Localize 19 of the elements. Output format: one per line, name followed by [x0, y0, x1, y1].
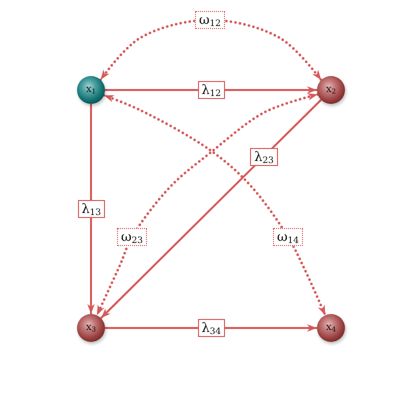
edge-label: λ$_{34}$ [198, 319, 225, 337]
edge-label: λ$_{23}$ [250, 148, 278, 166]
arrow [87, 104, 95, 314]
edge-label: λ$_{13}$ [78, 200, 105, 218]
sphere-node [77, 76, 105, 104]
node-label: x$_{2}$ [326, 85, 336, 95]
edge-label: ω$_{23}$ [117, 228, 147, 246]
edge-label: λ$_{12}$ [198, 81, 225, 99]
sphere-node [317, 314, 345, 342]
node-label: x$_{1}$ [86, 85, 96, 95]
sphere-node [77, 314, 105, 342]
node-label: x$_{4}$ [326, 323, 336, 333]
node-label: x$_{3}$ [86, 323, 96, 333]
arrow [105, 324, 317, 332]
dotted-arrow [99, 18, 322, 82]
arrow [105, 86, 317, 94]
edge-label: ω$_{12}$ [195, 11, 225, 29]
sphere-node [317, 76, 345, 104]
edge-label: ω$_{14}$ [273, 228, 303, 246]
